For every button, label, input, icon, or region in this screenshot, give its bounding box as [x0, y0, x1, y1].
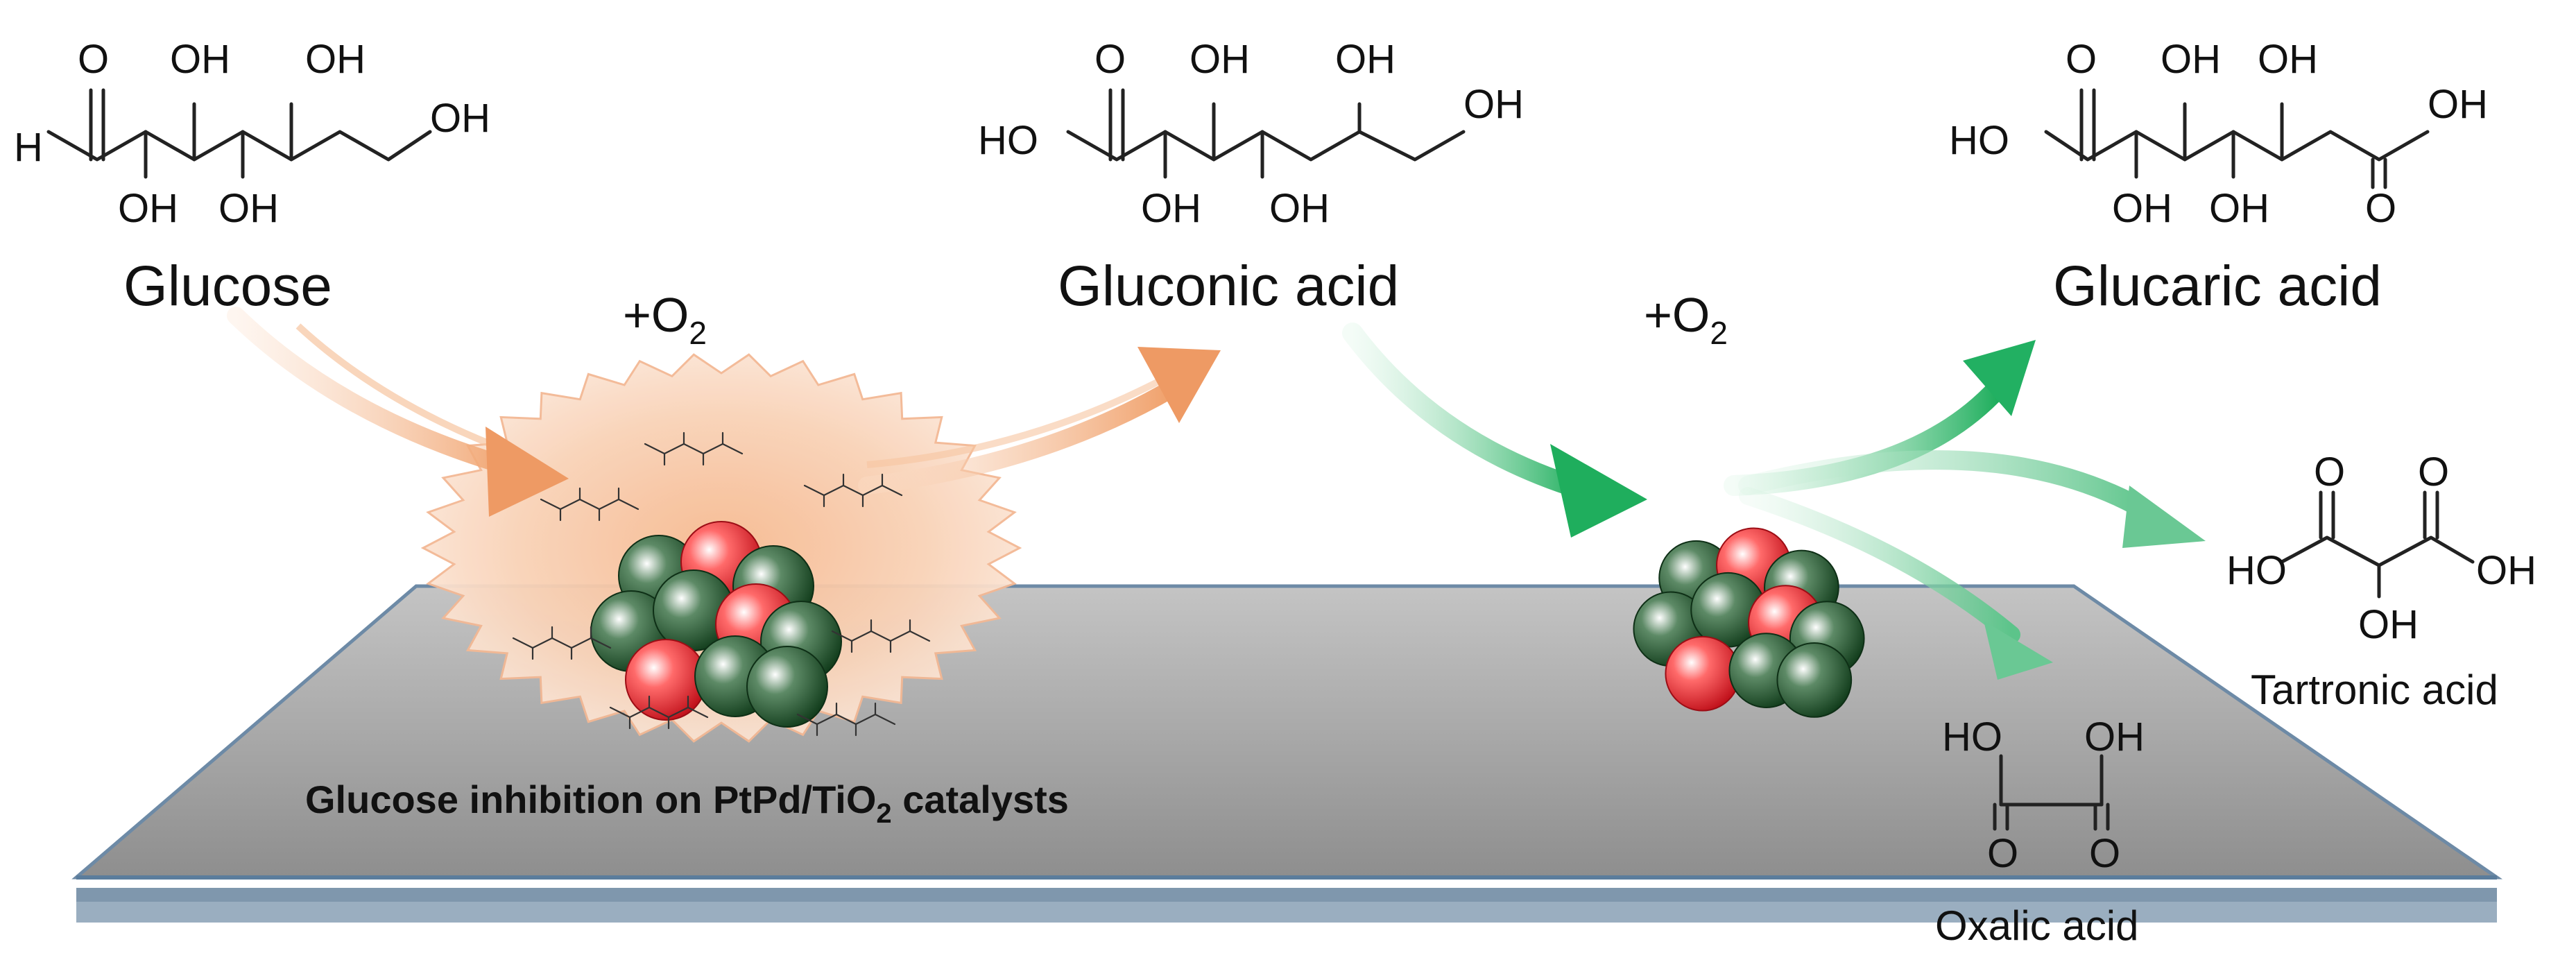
pd-atom: [746, 646, 828, 728]
adsorbed-glucose-skeleton: [644, 443, 744, 455]
oxygen-reagent-1: +O2: [623, 288, 707, 351]
glucose-oh-label: OH: [170, 37, 230, 82]
gluconic-oh-label: OH: [1190, 37, 1250, 82]
glucose-oh-label: OH: [305, 37, 366, 82]
glucaric-acid-name: Glucaric acid: [2053, 255, 2382, 318]
adsorbed-glucose-skeleton: [609, 706, 709, 719]
oxalic-ho-label: HO: [1942, 714, 2002, 760]
gluconic-ho-label: HO: [978, 118, 1038, 163]
glucaric-acid-structure: O HO OH OH OH OH OH O Glucaric acid: [1949, 37, 2488, 318]
oxalic-o-label: O: [1987, 831, 2018, 876]
tartronic-oh-label: OH: [2476, 548, 2536, 593]
catalyst-caption: Glucose inhibition on PtPd/TiO2 catalyst…: [305, 778, 1069, 829]
adsorbed-glucose-skeleton: [512, 637, 612, 649]
glucose-oh-label: OH: [430, 96, 490, 141]
pd-atom: [1776, 642, 1853, 718]
tartronic-ho-label: HO: [2226, 548, 2287, 593]
gluconic-oh-label: OH: [1463, 82, 1524, 127]
tartronic-acid-structure: O O HO OH OH Tartronic acid: [2226, 449, 2536, 713]
gluconic-acid-name: Gluconic acid: [1058, 255, 1399, 318]
adsorbed-glucose-skeleton: [831, 630, 931, 642]
tartronic-acid-name: Tartronic acid: [2251, 667, 2498, 713]
adsorbed-glucose-skeleton: [540, 498, 639, 511]
glucaric-oh-label: OH: [2112, 186, 2172, 231]
gluconic-acid-structure: O HO OH OH OH OH OH Gluconic acid: [978, 37, 1524, 318]
glucose-structure: O H OH OH OH OH OH Glucose: [14, 37, 490, 318]
gluconic-oh-label: OH: [1335, 37, 1396, 82]
green-arrow-to-oxalic: [1739, 487, 2053, 680]
oxygen-reagent-2: +O2: [1644, 288, 1728, 351]
glucose-h-label: H: [14, 125, 43, 170]
ptpd-nanoparticle-cluster-1: [590, 521, 842, 728]
adsorbed-glucose-molecules: [512, 431, 931, 737]
oxalic-o-label: O: [2089, 831, 2120, 876]
orange-arrow-out: [858, 347, 1221, 495]
glucose-name: Glucose: [123, 255, 332, 318]
green-arrow-to-catalyst: [1342, 323, 1647, 538]
oxalic-oh-label: OH: [2084, 714, 2145, 760]
glucose-o-label: O: [78, 37, 109, 82]
gluconic-o-label: O: [1094, 37, 1126, 82]
glucaric-oh-label: OH: [2428, 82, 2488, 127]
green-arrow-to-tartronic: [1738, 450, 2206, 548]
adsorbed-glucose-skeleton: [796, 713, 896, 726]
oxalic-acid-name: Oxalic acid: [1935, 902, 2138, 949]
tartronic-oh-label: OH: [2358, 602, 2419, 647]
adsorbed-glucose-skeleton: [803, 484, 903, 497]
tartronic-o-label: O: [2314, 449, 2345, 495]
glucaric-o-label: O: [2066, 37, 2097, 82]
pt-atom: [625, 639, 707, 721]
orange-arrow-in: [227, 307, 569, 517]
ptpd-nanoparticle-cluster-2: [1633, 527, 1865, 718]
pt-atom: [1665, 635, 1741, 712]
gluconic-oh-label: OH: [1269, 186, 1330, 231]
gluconic-oh-label: OH: [1141, 186, 1201, 231]
glucaric-o-label: O: [2365, 186, 2396, 231]
oxalic-acid-structure: HO OH O O Oxalic acid: [1935, 714, 2145, 949]
glucaric-oh-label: OH: [2209, 186, 2269, 231]
tartronic-o-label: O: [2418, 449, 2449, 495]
glucose-oh-label: OH: [218, 186, 279, 231]
glucaric-oh-label: OH: [2161, 37, 2221, 82]
glucaric-oh-label: OH: [2258, 37, 2318, 82]
glucaric-ho-label: HO: [1949, 118, 2009, 163]
glucose-oh-label: OH: [118, 186, 178, 231]
